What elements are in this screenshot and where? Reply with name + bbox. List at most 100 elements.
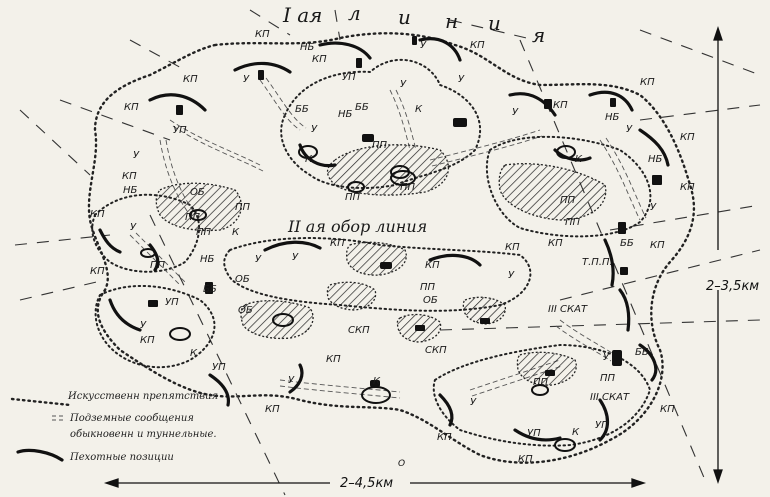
position-labels: КП НБ КП У КП УП У КП У У КП УП У КП ББ … (90, 29, 695, 469)
label-up: УП (173, 125, 187, 136)
label-nb: НБ (200, 254, 215, 265)
legend-obstacle-swatch (10, 397, 72, 407)
width-dim-label: 2–4,5км (340, 476, 393, 491)
first-line-title-4: и (488, 11, 501, 35)
label-k: К (190, 348, 198, 359)
label-kp: КП (640, 77, 655, 88)
bunker-marks (148, 36, 662, 387)
label-ob: ОБ (238, 305, 253, 316)
label-pp: ПП (420, 282, 436, 293)
label-kp: КП (255, 29, 270, 40)
label-kp: КП (330, 238, 345, 249)
label-u: У (288, 375, 295, 386)
label-kp: КП (425, 260, 440, 271)
legend: Искусственн препятствия Подземные сообще… (10, 391, 218, 463)
label-kp: КП (122, 171, 137, 182)
legend-obstacles: Искусственн препятствия (67, 391, 218, 402)
first-line-title-1: л (348, 1, 361, 25)
label-k: К (415, 104, 423, 115)
label-u: У (603, 352, 610, 363)
infantry-positions (98, 37, 670, 442)
label-skat3-top: III СКАТ (548, 304, 588, 315)
label-pp: ПП (565, 217, 581, 228)
first-line-title-3: н (445, 9, 458, 33)
legend-infantry: Пехотные позиции (69, 452, 174, 463)
label-kp: КП (505, 242, 520, 253)
height-dimension (713, 25, 723, 485)
label-u: У (292, 252, 299, 263)
label-nb: НБ (300, 42, 315, 53)
label-u: У (400, 79, 407, 90)
label-pp: ПП (185, 212, 201, 223)
label-o: О (398, 459, 405, 469)
label-k: К (575, 154, 583, 165)
label-k: К (232, 227, 240, 238)
second-line-title: II ая обор линия (287, 217, 427, 236)
label-kp: КП (312, 54, 327, 65)
label-ob: ОБ (235, 274, 250, 285)
label-kp: КП (90, 209, 105, 220)
label-kp: КП (437, 432, 452, 443)
oval-positions (140, 145, 576, 452)
label-kp: КП (680, 182, 695, 193)
label-ob: ОБ (190, 187, 205, 198)
label-pp: ПП (533, 377, 549, 388)
label-kp: КП (90, 266, 105, 277)
label-kp: КП (326, 354, 341, 365)
label-kp: КП (265, 404, 280, 415)
label-kp: КП (553, 100, 568, 111)
label-u: У (133, 150, 140, 161)
label-u: У (458, 74, 465, 85)
label-u: У (130, 222, 137, 233)
label-bb: ББ (635, 347, 649, 358)
label-pp: ПП (372, 140, 388, 151)
label-kp: КП (183, 74, 198, 85)
label-nb: НБ (648, 154, 663, 165)
legend-underground-2: обыкновенн и туннельные. (70, 429, 217, 440)
label-pp: ПП (235, 202, 251, 213)
width-dimension (103, 478, 647, 488)
underground-passages (129, 77, 647, 399)
label-kp: КП (680, 132, 695, 143)
label-k: К (305, 154, 313, 165)
label-u: У (470, 397, 477, 408)
label-kp: КП (548, 238, 563, 249)
label-bb: ББ (355, 102, 369, 113)
first-line-title-5: я (532, 23, 545, 47)
label-pp: ПП (600, 373, 616, 384)
label-bb: ББ (203, 284, 217, 295)
label-nb: НБ (123, 185, 138, 196)
label-kp: КП (518, 454, 533, 465)
label-u: У (140, 320, 147, 331)
label-kp: КП (650, 240, 665, 251)
label-kp: КП (660, 404, 675, 415)
label-bb: ББ (620, 238, 634, 249)
label-u: У (255, 254, 262, 265)
label-pp: ПП (400, 182, 416, 193)
label-kp: КП (124, 102, 139, 113)
label-u: У (420, 40, 427, 51)
height-dim-label: 2–3,5км (706, 279, 759, 294)
label-up: УП (165, 297, 179, 308)
label-skp: СКП (348, 325, 370, 336)
legend-underground-1: Подземные сообщения (69, 413, 194, 424)
label-nb: НБ (338, 109, 353, 120)
label-pp: ПП (196, 227, 212, 238)
label-u: У (508, 270, 515, 281)
outer-obstacle-perimeter (87, 32, 696, 464)
label-pp: ПП (345, 192, 361, 203)
label-tpp: Т.П.П. (582, 257, 613, 268)
label-up: УП (527, 428, 541, 439)
label-k: К (373, 376, 381, 387)
label-bb: ББ (295, 104, 309, 115)
label-nb: НБ (605, 112, 620, 123)
label-kp: КП (140, 335, 155, 346)
label-skat3-bottom: III СКАТ (590, 392, 630, 403)
label-k: К (572, 427, 580, 438)
label-u: У (626, 124, 633, 135)
label-u: У (243, 74, 250, 85)
label-u: У (512, 107, 519, 118)
label-pp: ПП (560, 195, 576, 206)
